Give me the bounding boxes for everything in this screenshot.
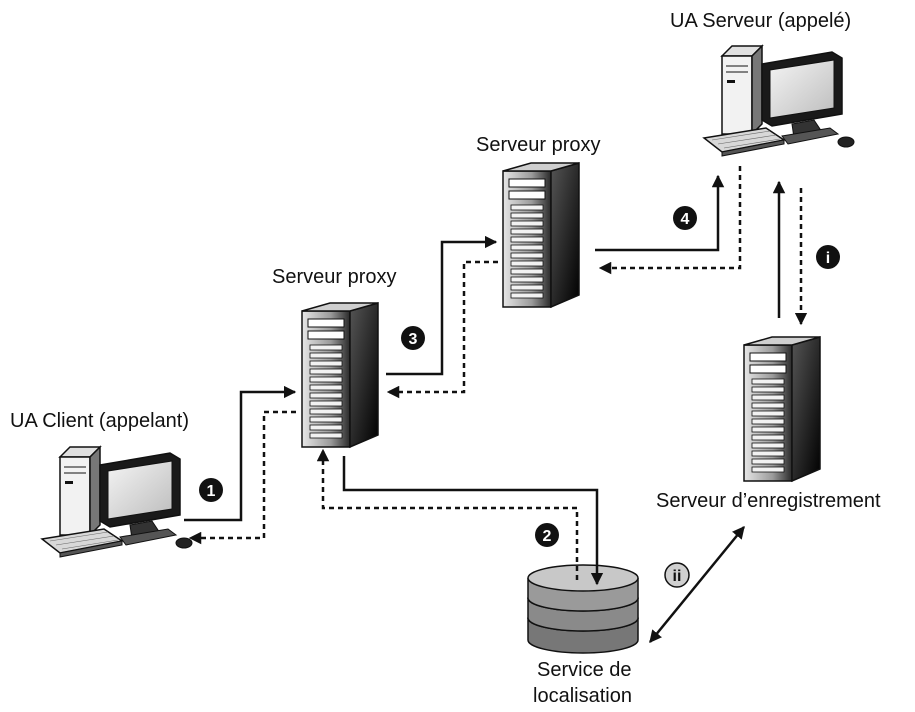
proxy2-label: Serveur proxy xyxy=(476,134,601,156)
step-2-badge: 2 xyxy=(535,523,559,547)
arrow-proxy1-to-location xyxy=(342,456,604,586)
arrow-client-to-proxy1 xyxy=(184,385,297,522)
callee-computer-icon xyxy=(703,45,855,157)
client-computer-icon xyxy=(41,446,193,558)
svg-text:2: 2 xyxy=(543,528,552,545)
arrow-location-to-proxy1 xyxy=(316,448,579,580)
step-4-badge: 4 xyxy=(673,206,697,230)
step-i-badge: i xyxy=(816,245,840,269)
svg-text:i: i xyxy=(826,250,830,267)
location-label-line1: Service de xyxy=(537,659,632,681)
registrar-server-icon xyxy=(743,336,821,482)
arrow-proxy2-to-proxy1 xyxy=(386,260,498,399)
arrow-proxy1-to-client xyxy=(188,410,296,545)
svg-text:1: 1 xyxy=(207,483,216,500)
step-ii-badge: ii xyxy=(664,562,690,588)
arrow-proxy1-to-proxy2 xyxy=(386,235,498,376)
arrow-callee-to-proxy2 xyxy=(598,166,742,275)
registrar-label: Serveur d’enregistrement xyxy=(656,490,881,512)
arrow-proxy2-to-callee xyxy=(595,174,725,252)
arrow-location-registrar xyxy=(649,526,745,643)
proxy2-server-icon xyxy=(502,162,580,308)
svg-text:ii: ii xyxy=(673,568,682,585)
client-label: UA Client (appelant) xyxy=(10,410,189,432)
svg-text:4: 4 xyxy=(681,211,690,228)
location-database-icon xyxy=(527,564,639,654)
step-3-badge: 3 xyxy=(401,326,425,350)
location-label-line2: localisation xyxy=(533,685,632,707)
svg-text:3: 3 xyxy=(409,331,418,348)
callee-label: UA Serveur (appelé) xyxy=(670,10,851,32)
step-1-badge: 1 xyxy=(199,478,223,502)
proxy1-server-icon xyxy=(301,302,379,448)
proxy1-label: Serveur proxy xyxy=(272,266,397,288)
